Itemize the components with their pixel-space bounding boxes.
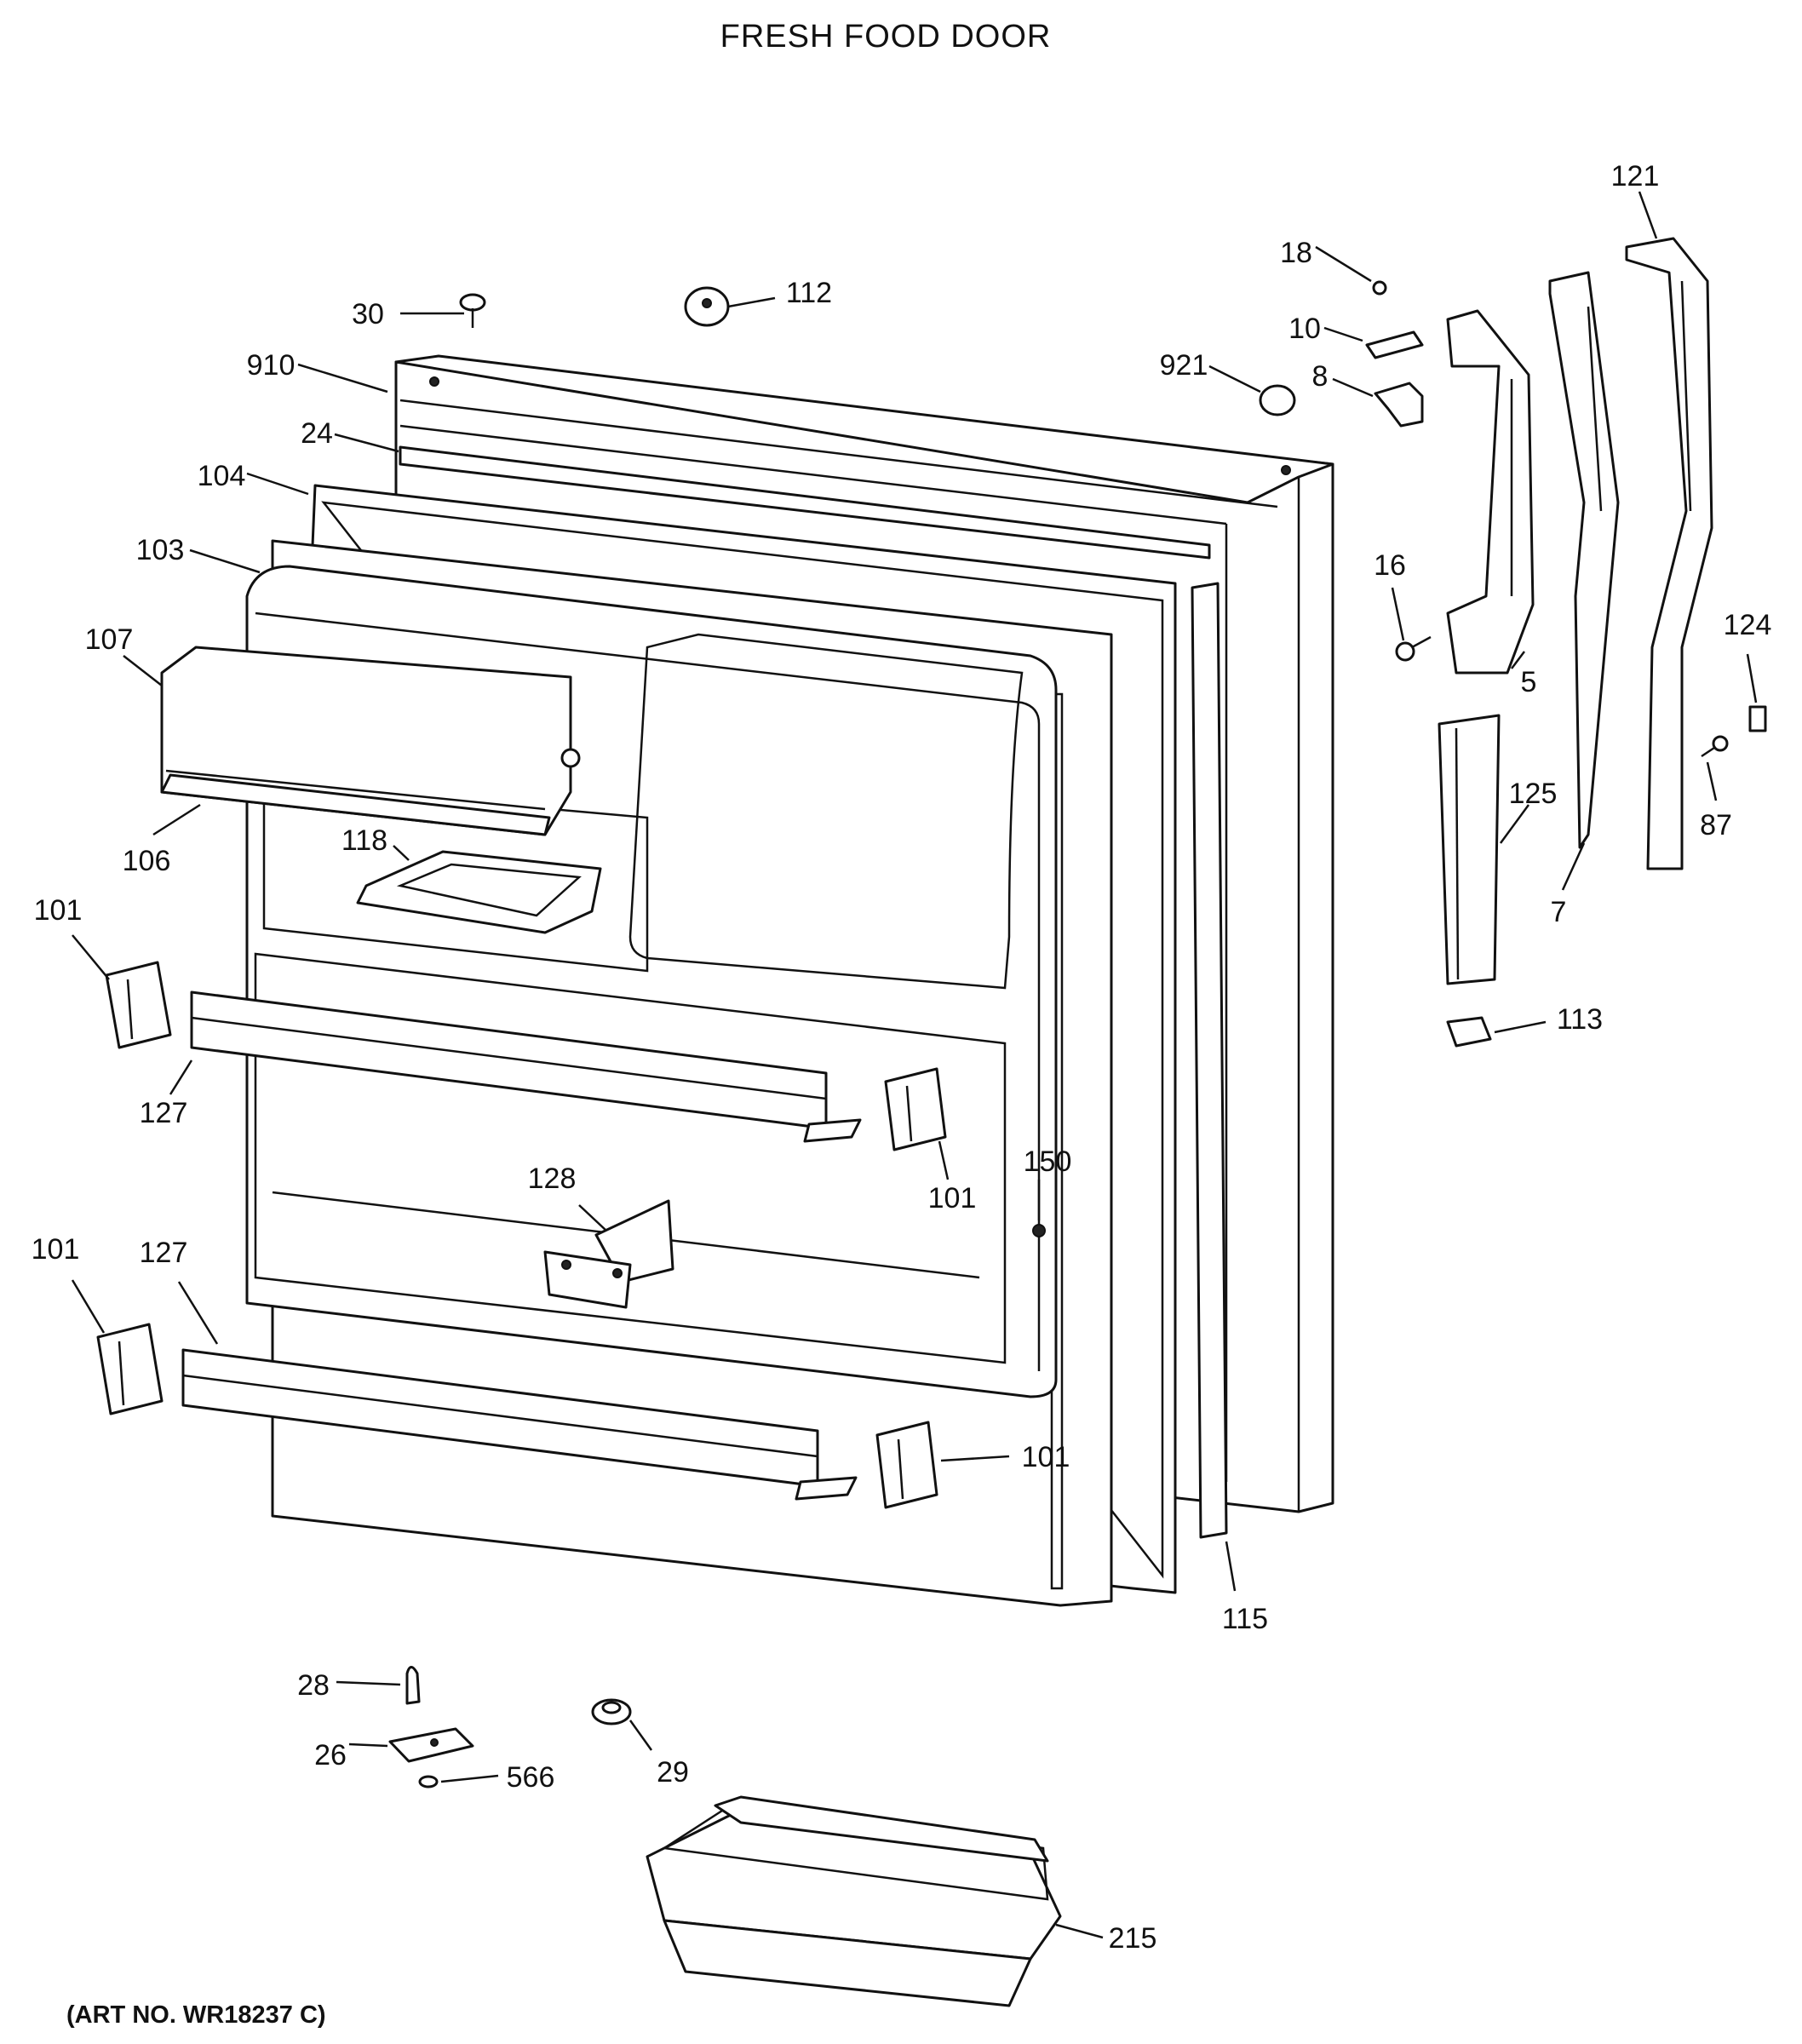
callout-103: 103 bbox=[136, 534, 185, 566]
screw-566 bbox=[418, 1775, 439, 1788]
screw-18 bbox=[1372, 280, 1387, 296]
callout-101-upper-left: 101 bbox=[34, 894, 83, 927]
handle-support-125 bbox=[1438, 714, 1501, 985]
callout-127-lower: 127 bbox=[140, 1237, 188, 1269]
callout-24: 24 bbox=[301, 417, 333, 450]
art-number: (ART NO. WR18237 C) bbox=[66, 2001, 326, 2029]
callout-18: 18 bbox=[1280, 237, 1312, 269]
callout-29: 29 bbox=[657, 1756, 689, 1788]
handle-trim-7 bbox=[1548, 271, 1620, 849]
callouts: 30 112 910 24 104 103 107 106 118 101 12… bbox=[32, 160, 1772, 1955]
callout-921: 921 bbox=[1160, 349, 1208, 382]
handle-trim-121 bbox=[1625, 237, 1713, 870]
door-shelf-bar-upper bbox=[190, 990, 862, 1143]
diagram-title: FRESH FOOD DOOR bbox=[720, 19, 1052, 55]
callout-125: 125 bbox=[1509, 778, 1558, 810]
callout-566: 566 bbox=[507, 1761, 555, 1794]
callout-26: 26 bbox=[314, 1739, 347, 1771]
callout-118: 118 bbox=[341, 824, 387, 857]
shelf-end-cap-left-upper bbox=[105, 961, 172, 1049]
egg-tray bbox=[356, 850, 602, 934]
callout-124: 124 bbox=[1724, 609, 1772, 641]
end-cap-113 bbox=[1446, 1016, 1492, 1048]
callout-121: 121 bbox=[1611, 160, 1660, 192]
cap-112 bbox=[684, 286, 730, 327]
shelf-end-cap-right-lower bbox=[875, 1421, 938, 1509]
callout-104: 104 bbox=[198, 460, 246, 492]
callout-128: 128 bbox=[528, 1163, 577, 1195]
callout-101-upper-right: 101 bbox=[928, 1182, 977, 1214]
callout-101-lower-left: 101 bbox=[32, 1233, 80, 1266]
shelf-end-cap-right-upper bbox=[884, 1067, 947, 1151]
callout-127-upper: 127 bbox=[140, 1097, 188, 1129]
gasket-strip bbox=[1191, 582, 1228, 1539]
callout-106: 106 bbox=[123, 845, 171, 877]
callout-115: 115 bbox=[1222, 1603, 1268, 1635]
bracket-124 bbox=[1748, 705, 1767, 732]
callout-7: 7 bbox=[1551, 896, 1567, 928]
door-shelf-bar-lower bbox=[181, 1348, 858, 1501]
callout-87: 87 bbox=[1700, 809, 1732, 841]
callout-112: 112 bbox=[786, 277, 832, 309]
plate-26 bbox=[388, 1727, 474, 1763]
callout-10: 10 bbox=[1288, 313, 1321, 345]
screw-87 bbox=[1701, 735, 1729, 758]
callout-28: 28 bbox=[297, 1669, 330, 1702]
hinge-bracket-8 bbox=[1374, 382, 1424, 428]
callout-101-lower-right: 101 bbox=[1022, 1441, 1070, 1473]
dairy-compartment-door bbox=[160, 646, 581, 836]
screw-150 bbox=[1032, 1224, 1046, 1237]
breaker-strip bbox=[399, 445, 1211, 560]
callout-107: 107 bbox=[85, 623, 134, 656]
callout-150: 150 bbox=[1024, 1145, 1072, 1178]
callout-16: 16 bbox=[1374, 549, 1406, 582]
bushing-29 bbox=[591, 1698, 632, 1725]
door-bin-215 bbox=[646, 1795, 1062, 2007]
callout-30: 30 bbox=[352, 298, 384, 330]
callout-113: 113 bbox=[1557, 1003, 1603, 1036]
callout-215: 215 bbox=[1109, 1922, 1157, 1955]
callout-8: 8 bbox=[1312, 360, 1329, 393]
door-handle-5 bbox=[1446, 309, 1535, 675]
screw-30 bbox=[459, 293, 486, 328]
shelf-end-cap-left-lower bbox=[96, 1323, 164, 1415]
hinge-plate-10 bbox=[1365, 330, 1424, 359]
plug-921 bbox=[1259, 384, 1296, 416]
screw-16 bbox=[1395, 635, 1432, 662]
pin-28 bbox=[405, 1666, 421, 1705]
callout-910: 910 bbox=[247, 349, 296, 382]
butter-bracket bbox=[543, 1199, 674, 1309]
callout-5: 5 bbox=[1521, 666, 1537, 698]
